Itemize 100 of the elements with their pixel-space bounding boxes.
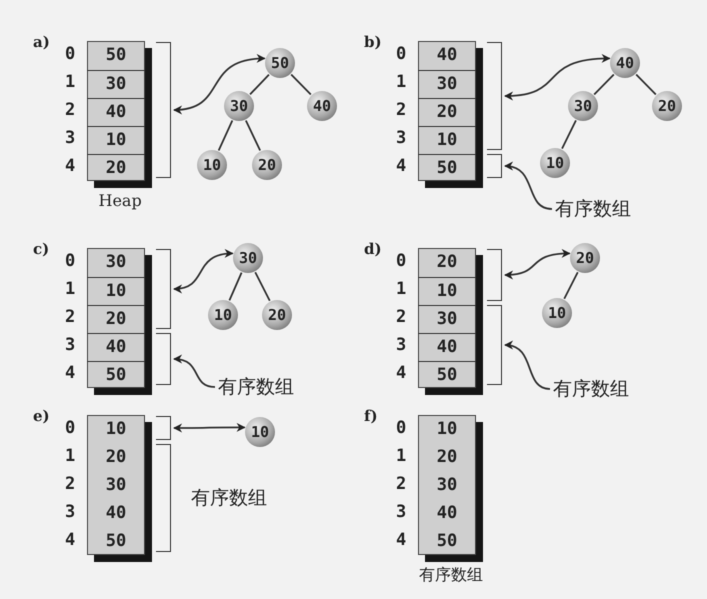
bracket bbox=[487, 154, 502, 178]
array-value: 50 bbox=[436, 530, 458, 553]
array-cell: 50 bbox=[418, 154, 476, 181]
bracket bbox=[156, 249, 171, 329]
index-number: 4 bbox=[65, 363, 76, 383]
array-value: 30 bbox=[104, 474, 128, 497]
index-number: 4 bbox=[396, 156, 406, 176]
index-number: 0 bbox=[65, 251, 76, 271]
index-number: 0 bbox=[396, 44, 406, 64]
curved-arrow bbox=[504, 249, 571, 280]
tree-node: 30 bbox=[568, 91, 598, 121]
array-value: 20 bbox=[436, 446, 458, 469]
index-number: 1 bbox=[396, 72, 406, 92]
array-value: 40 bbox=[104, 502, 128, 525]
curved-arrow bbox=[173, 422, 246, 432]
panel-letter: d) bbox=[364, 240, 382, 258]
panel-letter: b) bbox=[364, 33, 382, 51]
tree-node: 10 bbox=[245, 417, 275, 447]
tree-node: 40 bbox=[307, 91, 337, 121]
tree-node: 40 bbox=[610, 48, 640, 78]
array-box bbox=[418, 41, 483, 188]
index-number: 4 bbox=[396, 363, 406, 383]
array-cell: 50 bbox=[87, 42, 145, 69]
array-value: 40 bbox=[436, 502, 458, 525]
array-value: 10 bbox=[104, 418, 128, 441]
array-cell: 40 bbox=[418, 333, 476, 360]
curved-arrow bbox=[504, 342, 550, 390]
index-number: 4 bbox=[65, 530, 76, 550]
index-number: 1 bbox=[65, 279, 76, 299]
tree-node: 10 bbox=[197, 150, 227, 180]
array-cell: 20 bbox=[87, 305, 145, 332]
array-cell: 30 bbox=[87, 249, 145, 276]
array-box bbox=[87, 41, 152, 188]
tree-edge bbox=[561, 120, 577, 150]
index-number: 0 bbox=[65, 418, 76, 438]
bracket bbox=[156, 444, 171, 552]
array-cell: 20 bbox=[87, 154, 145, 181]
array-box bbox=[418, 415, 483, 562]
tree-node: 10 bbox=[540, 148, 570, 178]
bracket bbox=[487, 249, 502, 301]
curved-arrow bbox=[173, 54, 266, 114]
array-cell: 30 bbox=[418, 70, 476, 97]
bracket bbox=[487, 42, 502, 150]
index-number: 1 bbox=[65, 446, 76, 466]
array-value: 30 bbox=[436, 474, 458, 497]
tree-edge bbox=[290, 74, 312, 96]
index-number: 1 bbox=[396, 279, 406, 299]
curved-arrow bbox=[504, 54, 611, 100]
curved-arrow bbox=[173, 355, 216, 388]
array-box bbox=[87, 415, 152, 562]
index-number: 3 bbox=[396, 128, 406, 148]
index-number: 4 bbox=[65, 156, 76, 176]
index-number: 1 bbox=[65, 72, 76, 92]
tree-edge bbox=[636, 74, 656, 96]
array-cell: 30 bbox=[87, 70, 145, 97]
bracket bbox=[156, 333, 171, 385]
bracket bbox=[487, 305, 502, 385]
tree-node: 10 bbox=[208, 300, 238, 330]
index-number: 3 bbox=[65, 335, 76, 355]
tree-node: 30 bbox=[224, 91, 254, 121]
index-number: 0 bbox=[65, 44, 76, 64]
sorted-array-label: 有序数组 bbox=[218, 374, 294, 400]
sorted-array-label: 有序数组 bbox=[553, 376, 629, 402]
tree-edge bbox=[254, 272, 271, 302]
panel-letter: e) bbox=[33, 407, 50, 425]
array-value: 20 bbox=[104, 446, 128, 469]
curved-arrow bbox=[173, 250, 234, 293]
tree-edge bbox=[594, 74, 614, 96]
array-cell: 20 bbox=[418, 249, 476, 276]
tree-edge bbox=[245, 120, 261, 151]
index-number: 0 bbox=[396, 418, 406, 438]
panel-letter: c) bbox=[33, 240, 50, 258]
tree-node: 10 bbox=[542, 298, 572, 328]
bracket bbox=[156, 416, 171, 440]
array-cell: 40 bbox=[418, 42, 476, 69]
panel-letter: f) bbox=[364, 407, 378, 425]
array-cell: 10 bbox=[87, 277, 145, 304]
array-box bbox=[87, 248, 152, 395]
array-box bbox=[418, 248, 483, 395]
index-number: 2 bbox=[65, 100, 76, 120]
index-number: 4 bbox=[396, 530, 406, 550]
index-number: 0 bbox=[396, 251, 406, 271]
index-number: 3 bbox=[396, 335, 406, 355]
index-number: 2 bbox=[396, 100, 406, 120]
sorted-array-label: 有序数组 bbox=[555, 196, 631, 222]
index-number: 2 bbox=[65, 307, 76, 327]
index-number: 3 bbox=[65, 128, 76, 148]
array-label: 有序数组 bbox=[419, 565, 483, 586]
tree-node: 20 bbox=[570, 243, 600, 273]
tree-node: 30 bbox=[233, 243, 263, 273]
array-cell: 10 bbox=[87, 126, 145, 153]
tree-node: 50 bbox=[265, 48, 295, 78]
tree-edge bbox=[249, 74, 270, 96]
array-cell: 10 bbox=[418, 277, 476, 304]
array-cell: 40 bbox=[87, 333, 145, 360]
array-cell: 40 bbox=[87, 98, 145, 125]
tree-edge bbox=[228, 272, 242, 301]
tree-edge bbox=[563, 272, 579, 300]
index-number: 2 bbox=[65, 474, 76, 494]
tree-node: 20 bbox=[652, 91, 682, 121]
